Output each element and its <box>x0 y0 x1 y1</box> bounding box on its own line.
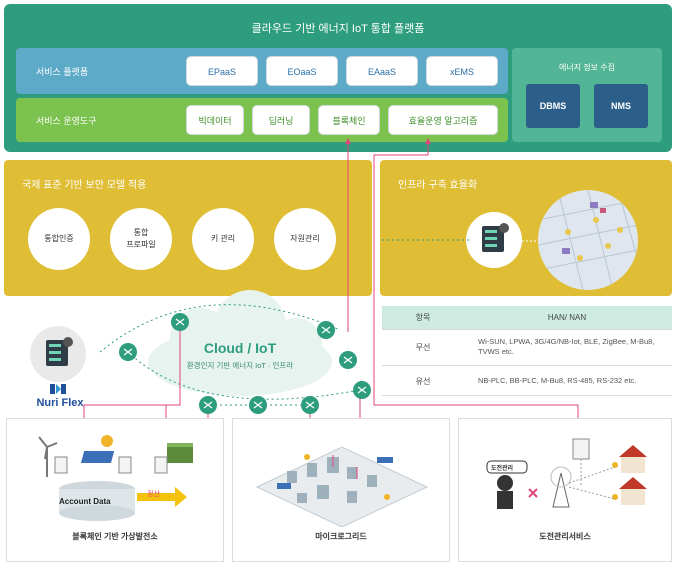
theft-bubble-label: 도전관리 <box>491 466 514 472</box>
cloud-title: Cloud / IoT <box>203 340 277 356</box>
settle-label: 정산 <box>147 491 160 498</box>
table-row: 유선 NB-PLC, BB-PLC, M-Bu8, RS-485, RS-232… <box>382 366 672 396</box>
cloud-arc-top <box>99 304 341 353</box>
server-circle <box>30 326 86 382</box>
theft-management-box: 도전관리 도전관리서비스 <box>458 418 672 562</box>
microgrid-illustration <box>255 446 429 527</box>
account-data-label: Account Data <box>59 497 111 506</box>
dbms-box: DBMS <box>526 84 580 128</box>
table-row: 무선 Wi-SUN, LPWA, 3G/4G/NB-Iot, BLE, ZigB… <box>382 330 672 366</box>
cloud-subtitle: 환경인지 기반 에너지 IoT · 인프라 <box>186 361 294 370</box>
row-type-wired: 유선 <box>415 377 431 386</box>
epaas-box: EPaaS <box>186 56 258 86</box>
eoaas-box: EOaaS <box>266 56 338 86</box>
vpp-service-box: Account Data 정산 블록체인 기반 가상발전소 <box>6 418 224 562</box>
theft-illustration <box>486 438 647 509</box>
row-type-wireless: 무선 <box>415 343 431 352</box>
theft-caption: 도전관리서비스 <box>539 532 591 541</box>
service-platform-label: 서비스 플랫폼 <box>36 67 89 77</box>
energy-info-label: 에너지 정보 수집 <box>559 63 615 72</box>
gateway-server-icon <box>482 223 509 252</box>
deeplearning-box: 딥러닝 <box>252 105 310 135</box>
algorithm-link-line <box>373 140 579 440</box>
cloud-arc-bottom <box>127 351 361 400</box>
nms-box: NMS <box>594 84 648 128</box>
key-management-circle: 키 관리 <box>192 208 254 270</box>
network-table: 항목 HAN/ NAN 무선 Wi-SUN, LPWA, 3G/4G/NB-Io… <box>382 306 672 396</box>
table-header-row: 항목 HAN/ NAN <box>382 306 672 330</box>
arrowheads <box>81 138 581 442</box>
resource-management-circle: 자원관리 <box>274 208 336 270</box>
service-tools-label: 서비스 운영도구 <box>36 116 97 126</box>
security-model-panel: 국제 표준 기반 보안 모델 적용 통합인증 통합 프로파일 키 관리 자원관리 <box>4 160 372 296</box>
microgrid-caption: 마이크로그리드 <box>315 532 367 541</box>
vpp-illustration <box>38 435 193 521</box>
integrated-profile-circle: 통합 프로파일 <box>110 208 172 270</box>
row-value-wireless: Wi-SUN, LPWA, 3G/4G/NB-Iot, BLE, ZigBee,… <box>478 337 655 356</box>
server-icon <box>46 337 73 366</box>
microgrid-service-box: 마이크로그리드 <box>232 418 450 562</box>
vpp-caption: 블록체인 기반 가상발전소 <box>72 532 158 541</box>
service-platform-row: 서비스 플랫폼 EPaaS EOaaS EAaaS xEMS <box>16 48 508 94</box>
row-value-wired: NB-PLC, BB-PLC, M-Bu8, RS-485, RS-232 et… <box>478 376 637 385</box>
nuriflex-logo-icon <box>50 384 66 394</box>
service-tools-row: 서비스 운영도구 빅데이터 딥러닝 블록체인 효율운영 알고리즘 <box>16 98 508 142</box>
xems-box: xEMS <box>426 56 498 86</box>
header-item: 항목 <box>415 313 431 322</box>
eaaas-box: EAaaS <box>346 56 418 86</box>
gateway-circle <box>466 212 522 268</box>
platform-title: 클라우드 기반 에너지 IoT 통합 플랫폼 <box>251 23 425 35</box>
nuriflex-brand: Nuri Flex <box>36 397 84 409</box>
header-han-nan: HAN/ NAN <box>547 313 587 322</box>
infra-efficiency-panel: 인프라 구축 효율화 <box>380 160 672 296</box>
integrated-auth-circle: 통합인증 <box>28 208 90 270</box>
cloud-shape <box>148 290 332 396</box>
blockchain-box: 블록체인 <box>318 105 380 135</box>
node-glyphs <box>123 318 367 409</box>
security-model-title: 국제 표준 기반 보안 모델 적용 <box>22 180 147 191</box>
gateway-link-line <box>522 240 538 242</box>
iot-platform-panel: 클라우드 기반 에너지 IoT 통합 플랫폼 서비스 플랫폼 EPaaS EOa… <box>4 4 672 152</box>
efficiency-algorithm-box: 효율운영 알고리즘 <box>388 105 498 135</box>
bigdata-box: 빅데이터 <box>186 105 244 135</box>
city-map-illustration <box>538 190 638 290</box>
energy-info-panel: 에너지 정보 수집 DBMS NMS <box>512 48 662 142</box>
infra-efficiency-title: 인프라 구축 효율화 <box>398 180 478 191</box>
